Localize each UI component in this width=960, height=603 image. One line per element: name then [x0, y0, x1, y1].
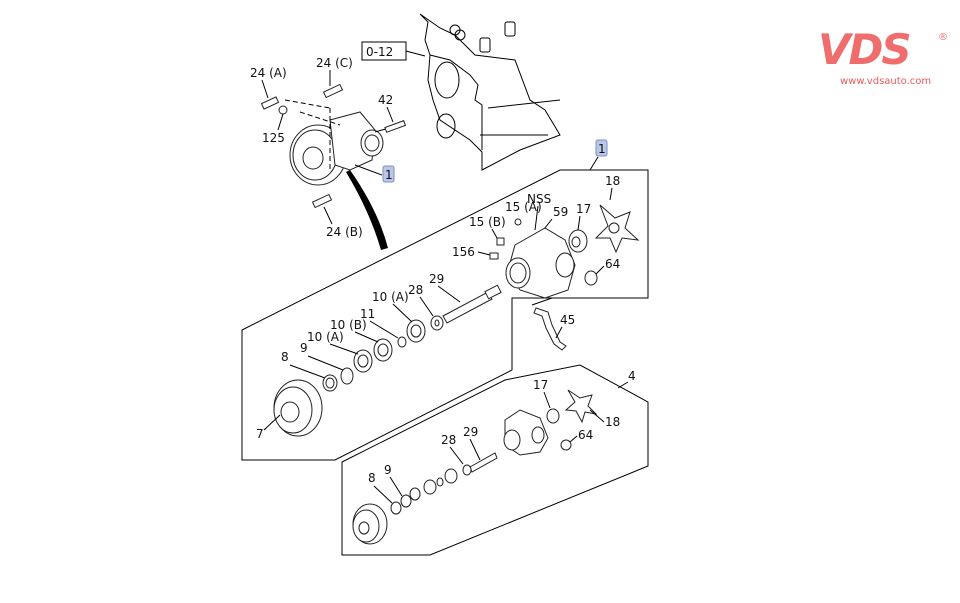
- engine-block: [419, 13, 561, 171]
- label-29-b: 29: [463, 425, 478, 439]
- callout-1-top[interactable]: 1: [354, 164, 395, 183]
- label-17-b: 17: [533, 378, 548, 392]
- label-42: 42: [378, 93, 393, 107]
- logo-url: www.vdsauto.com: [840, 76, 932, 87]
- label-24a: 24 (A): [250, 66, 287, 80]
- assembly-frame-1: [241, 169, 649, 461]
- pulley-7: [273, 379, 323, 437]
- bolt-24a: [260, 96, 280, 110]
- svg-text:1: 1: [598, 142, 606, 156]
- spacer-11: [397, 336, 407, 348]
- impeller-18-b: [564, 389, 598, 424]
- seal-8-b: [390, 501, 402, 515]
- ref-0-12-label: 0-12: [366, 45, 393, 59]
- label-18: 18: [605, 174, 620, 188]
- assembled-pump: [284, 99, 401, 186]
- label-10a-1: 10 (A): [372, 290, 409, 304]
- label-10a-2: 10 (A): [307, 330, 344, 344]
- label-17: 17: [576, 202, 591, 216]
- bearing-10b: [373, 338, 393, 362]
- label-64-b: 64: [578, 428, 593, 442]
- pump-housing-b: [503, 409, 549, 456]
- bearing-10a-1: [406, 319, 426, 343]
- pump-housing: [505, 227, 576, 299]
- label-15a: 15 (A): [505, 200, 542, 214]
- washer-28: [430, 315, 444, 331]
- label-64: 64: [605, 257, 620, 271]
- label-59: 59: [553, 205, 568, 219]
- bolt-15b: [496, 237, 505, 246]
- label-11: 11: [360, 307, 375, 321]
- label-9-b: 9: [384, 463, 392, 477]
- washer-28-b: [462, 464, 472, 476]
- label-24c: 24 (C): [316, 56, 353, 70]
- label-45: 45: [560, 313, 575, 327]
- bearings-b: [409, 468, 458, 501]
- shaft-29-b: [469, 452, 498, 473]
- stud-42: [384, 120, 407, 133]
- reference-0-12[interactable]: 0-12: [361, 41, 426, 61]
- label-9: 9: [300, 341, 308, 355]
- callout-1-assembly[interactable]: 1: [589, 139, 608, 171]
- seal-8: [322, 374, 338, 392]
- bolt-24b: [311, 193, 333, 209]
- label-8-b: 8: [368, 471, 376, 485]
- label-7: 7: [256, 427, 264, 441]
- hose-45: [533, 307, 567, 351]
- label-15b: 15 (B): [469, 215, 506, 229]
- assembly-frame-4: [341, 364, 649, 556]
- seal-17-b: [546, 408, 560, 424]
- label-18-b: 18: [605, 415, 620, 429]
- label-28-b: 28: [441, 433, 456, 447]
- svg-text:1: 1: [385, 168, 393, 182]
- nut-125: [278, 105, 288, 115]
- label-10b: 10 (B): [330, 318, 367, 332]
- seal-17: [568, 229, 588, 253]
- label-24b: 24 (B): [326, 225, 363, 239]
- snap-ring-9-b: [400, 494, 412, 508]
- registered-mark: ®: [938, 32, 948, 43]
- bolt-24c: [322, 83, 344, 99]
- vds-logo: VDS ® www.vdsauto.com: [818, 25, 948, 88]
- impeller-18: [594, 204, 640, 254]
- label-156: 156: [452, 245, 475, 259]
- label-28: 28: [408, 283, 423, 297]
- nut-15a: [514, 218, 522, 226]
- o-ring-64: [584, 270, 598, 286]
- label-8: 8: [281, 350, 289, 364]
- expand-arrow: [346, 170, 388, 250]
- logo-text: VDS: [818, 25, 912, 74]
- pulley-7-b: [352, 503, 388, 545]
- label-29: 29: [429, 272, 444, 286]
- shaft-29: [442, 284, 502, 324]
- label-125: 125: [262, 131, 285, 145]
- o-ring-64-b: [560, 439, 572, 451]
- plug-156: [489, 252, 499, 260]
- snap-ring-9: [340, 367, 354, 385]
- bearing-10a-2: [353, 349, 373, 373]
- label-4: 4: [628, 369, 636, 383]
- label-nss: NSS: [527, 192, 551, 206]
